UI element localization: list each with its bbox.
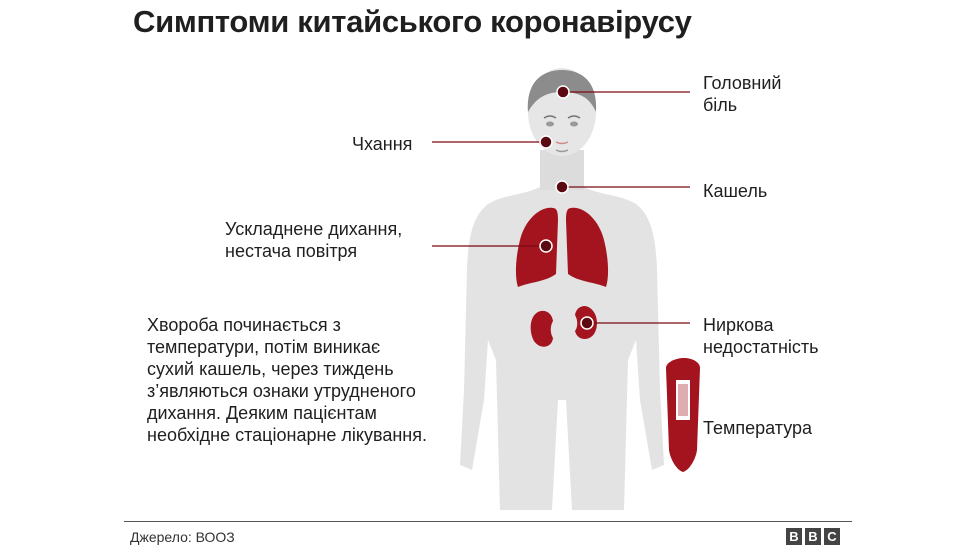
logo-letter: B <box>805 528 821 545</box>
kidney-label: Ниркова недостатність <box>703 315 819 357</box>
bbc-logo: B B C <box>786 528 840 545</box>
sneezing-marker <box>539 135 553 149</box>
temperature-label: Температура <box>703 418 813 438</box>
kidney-marker <box>580 316 594 330</box>
headache-marker <box>556 85 570 99</box>
logo-letter: B <box>786 528 802 545</box>
right-lung <box>566 207 609 287</box>
breathing-label: Ускладнене дихання, нестача повітря <box>225 219 403 261</box>
page-title: Симптоми китайського коронавірусу <box>133 4 692 39</box>
headache-label: Головний біль <box>703 73 782 115</box>
thermometer-icon <box>666 358 700 472</box>
sneezing-label: Чхання <box>352 134 413 154</box>
logo-letter: C <box>824 528 840 545</box>
left-kidney <box>530 310 553 347</box>
source-note: Джерело: ВООЗ <box>130 529 235 545</box>
cough-label: Кашель <box>703 181 768 201</box>
description-text: Хвороба починається з температури, потім… <box>147 315 427 445</box>
left-lung <box>515 207 558 287</box>
body-silhouette <box>460 168 664 510</box>
footer-divider <box>124 521 852 522</box>
breathing-marker <box>539 239 553 253</box>
cough-marker <box>555 180 569 194</box>
